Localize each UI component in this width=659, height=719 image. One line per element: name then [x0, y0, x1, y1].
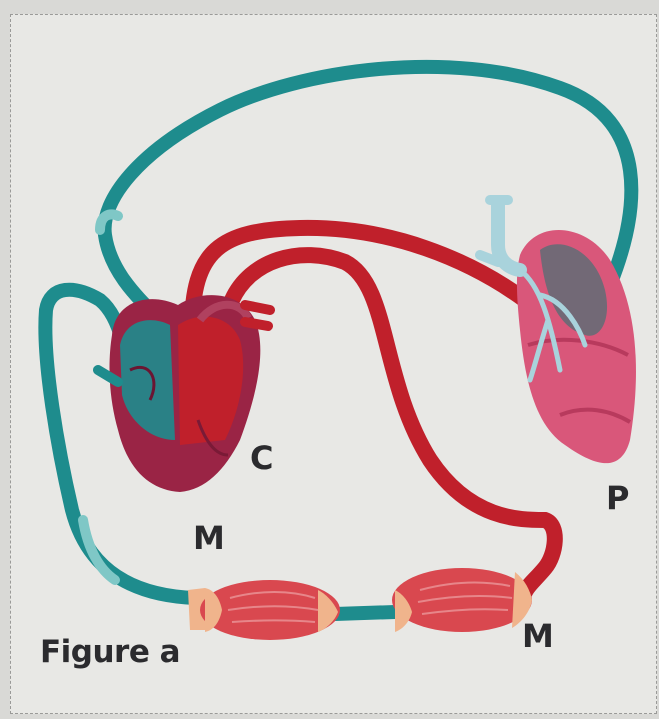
lung-label: P [606, 482, 629, 514]
muscle-label-right: M [522, 620, 554, 652]
heart-label: C [250, 442, 273, 474]
muscle-connecting-vessel [335, 612, 395, 614]
figure-caption: Figure a [40, 634, 180, 670]
heart [98, 295, 270, 492]
muscle-left [188, 580, 340, 640]
muscle-label-left: M [193, 522, 225, 554]
muscle-right [392, 568, 532, 632]
lung [480, 200, 636, 463]
artery-to-muscle [232, 255, 555, 592]
